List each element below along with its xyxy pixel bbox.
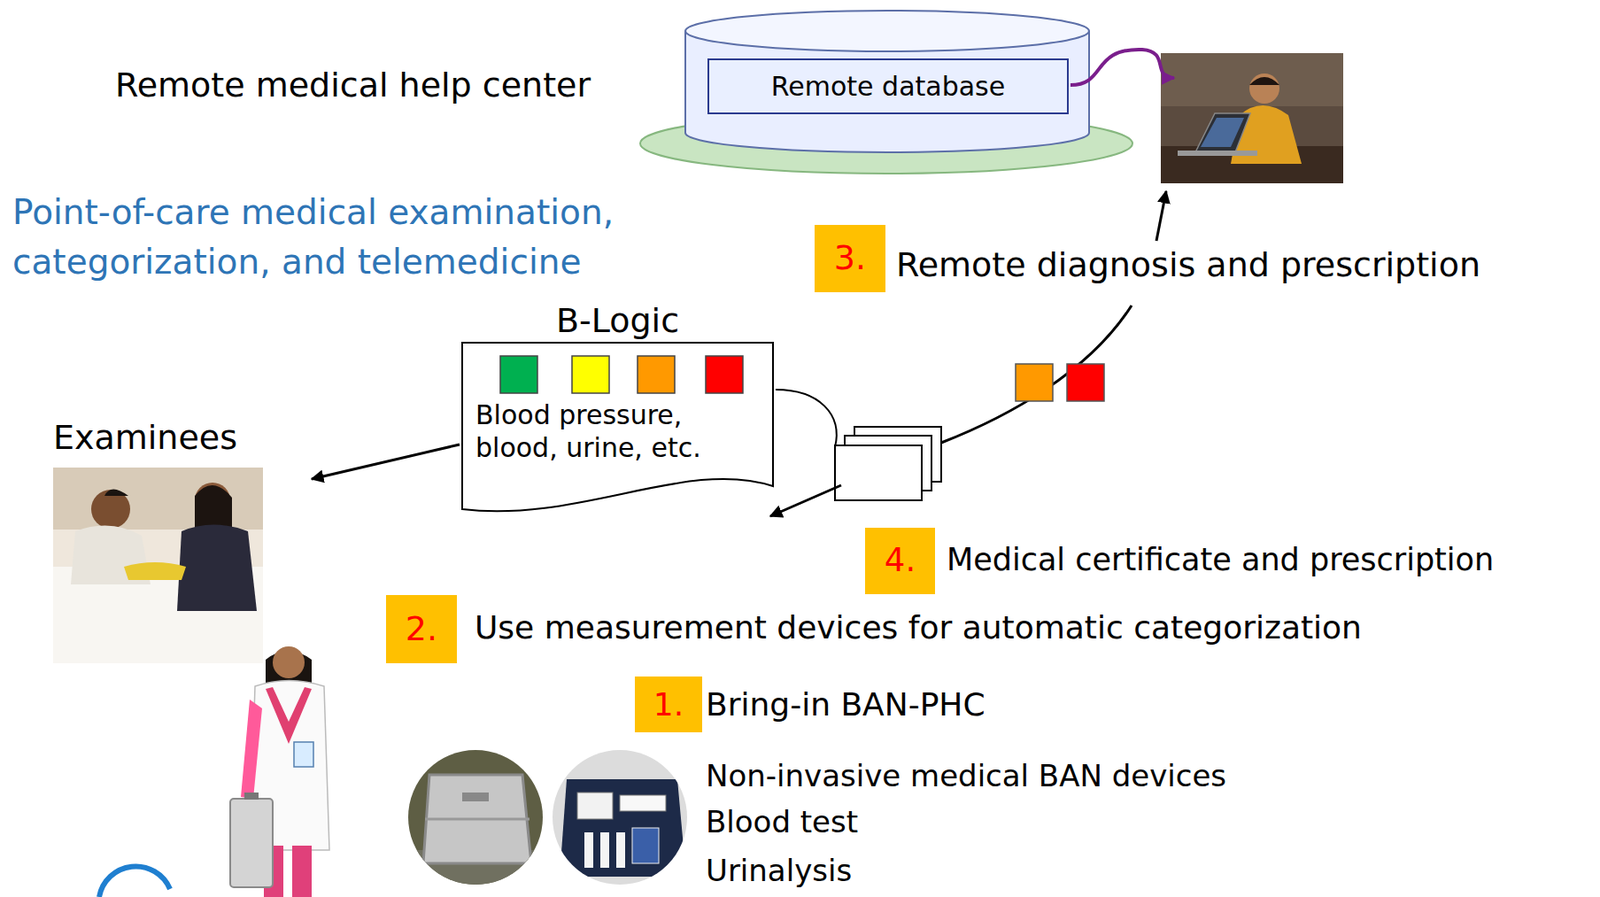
callout-number: 3. [814, 224, 886, 293]
flow-line [775, 389, 837, 448]
doctor-photo [1249, 77, 1280, 86]
examinees-photo [53, 467, 263, 664]
center-label: Remote medical help center [115, 65, 591, 107]
doctor-photo [1160, 53, 1344, 184]
examinees-photo [194, 485, 232, 532]
database-cylinder [640, 10, 1133, 174]
examinees-photo [53, 467, 263, 664]
health-worker-figure [265, 687, 312, 744]
step-label: Medical certificate and prescription [946, 541, 1494, 579]
document-stack [834, 445, 922, 501]
database-link-arrow [1070, 49, 1175, 86]
kit-devices-photo [616, 832, 626, 868]
doctor-photo [1160, 53, 1344, 184]
callout-number: 2. [386, 595, 457, 664]
document-stack [834, 426, 942, 501]
kit-devices-photo [577, 792, 613, 820]
category-square [500, 355, 538, 394]
document-outline [462, 342, 773, 511]
kit-devices-photo [584, 832, 594, 868]
callout-text: 3. [834, 239, 866, 279]
examinees-photo [123, 562, 186, 580]
health-worker-figure [272, 646, 305, 679]
kit-devices-photo [619, 795, 666, 812]
kit-devices-photo [552, 749, 688, 885]
flow-arrow [770, 485, 842, 517]
database-cylinder [685, 10, 1090, 52]
kit-case-photo [423, 774, 532, 864]
doctor-photo [1160, 53, 1344, 107]
kit-devices-photo [559, 779, 687, 877]
doctor-photo [1195, 113, 1251, 153]
category-square [705, 355, 743, 394]
document-body: Blood pressure, blood, urine, etc. [461, 341, 774, 517]
document-text: Blood pressure, blood, urine, etc. [475, 398, 762, 465]
step-label: Remote diagnosis and prescription [896, 245, 1481, 286]
document-shape: B-LogicBlood pressure, blood, urine, etc… [461, 301, 774, 517]
health-worker-figure [230, 646, 330, 897]
category-square [637, 355, 675, 394]
callout-number: 1. [634, 676, 703, 733]
examinees-photo [91, 489, 131, 529]
step-label: Use measurement devices for automatic ca… [474, 608, 1362, 647]
logo-arc [99, 865, 171, 897]
subtitle-label: Point-of-care medical examination, categ… [12, 187, 739, 287]
doctor-photo [1200, 117, 1245, 147]
kit-devices-photo [552, 749, 688, 885]
health-worker-figure [244, 792, 259, 800]
kit-devices-photo [600, 832, 610, 868]
kit-case-photo [408, 749, 543, 886]
callout-text: 2. [405, 610, 438, 650]
callout-text: 4. [884, 541, 916, 580]
item-label: Urinalysis [705, 852, 852, 889]
category-square [1066, 363, 1105, 402]
step-label: Bring-in BAN-PHC [705, 685, 986, 724]
group-label: Examinees [53, 417, 238, 459]
flow-arrow [311, 444, 460, 480]
health-worker-figure [240, 699, 263, 799]
category-square [571, 355, 610, 394]
kit-case-photo [462, 792, 489, 802]
kit-case-photo [425, 818, 530, 821]
database-box: Remote database [707, 58, 1069, 115]
doctor-photo [1177, 150, 1258, 156]
health-worker-figure [230, 798, 273, 888]
item-label: Blood test [705, 803, 858, 841]
examinees-photo [177, 525, 257, 612]
health-worker-figure [293, 742, 314, 767]
category-square [1015, 363, 1053, 402]
callout-number: 4. [865, 527, 936, 595]
node-text: Remote database [771, 70, 1005, 103]
flow-arrow [1156, 191, 1167, 241]
doctor-photo [1249, 73, 1280, 104]
item-label: Non-invasive medical BAN devices [705, 757, 1227, 795]
doctor-photo [1160, 146, 1344, 184]
kit-case-photo [408, 749, 543, 885]
kit-devices-photo [632, 827, 659, 864]
examinees-photo [104, 489, 129, 497]
document-heading: B-Logic [461, 301, 774, 342]
callout-text: 1. [653, 686, 684, 723]
flow-line [941, 305, 1132, 443]
health-worker-figure [292, 845, 312, 897]
